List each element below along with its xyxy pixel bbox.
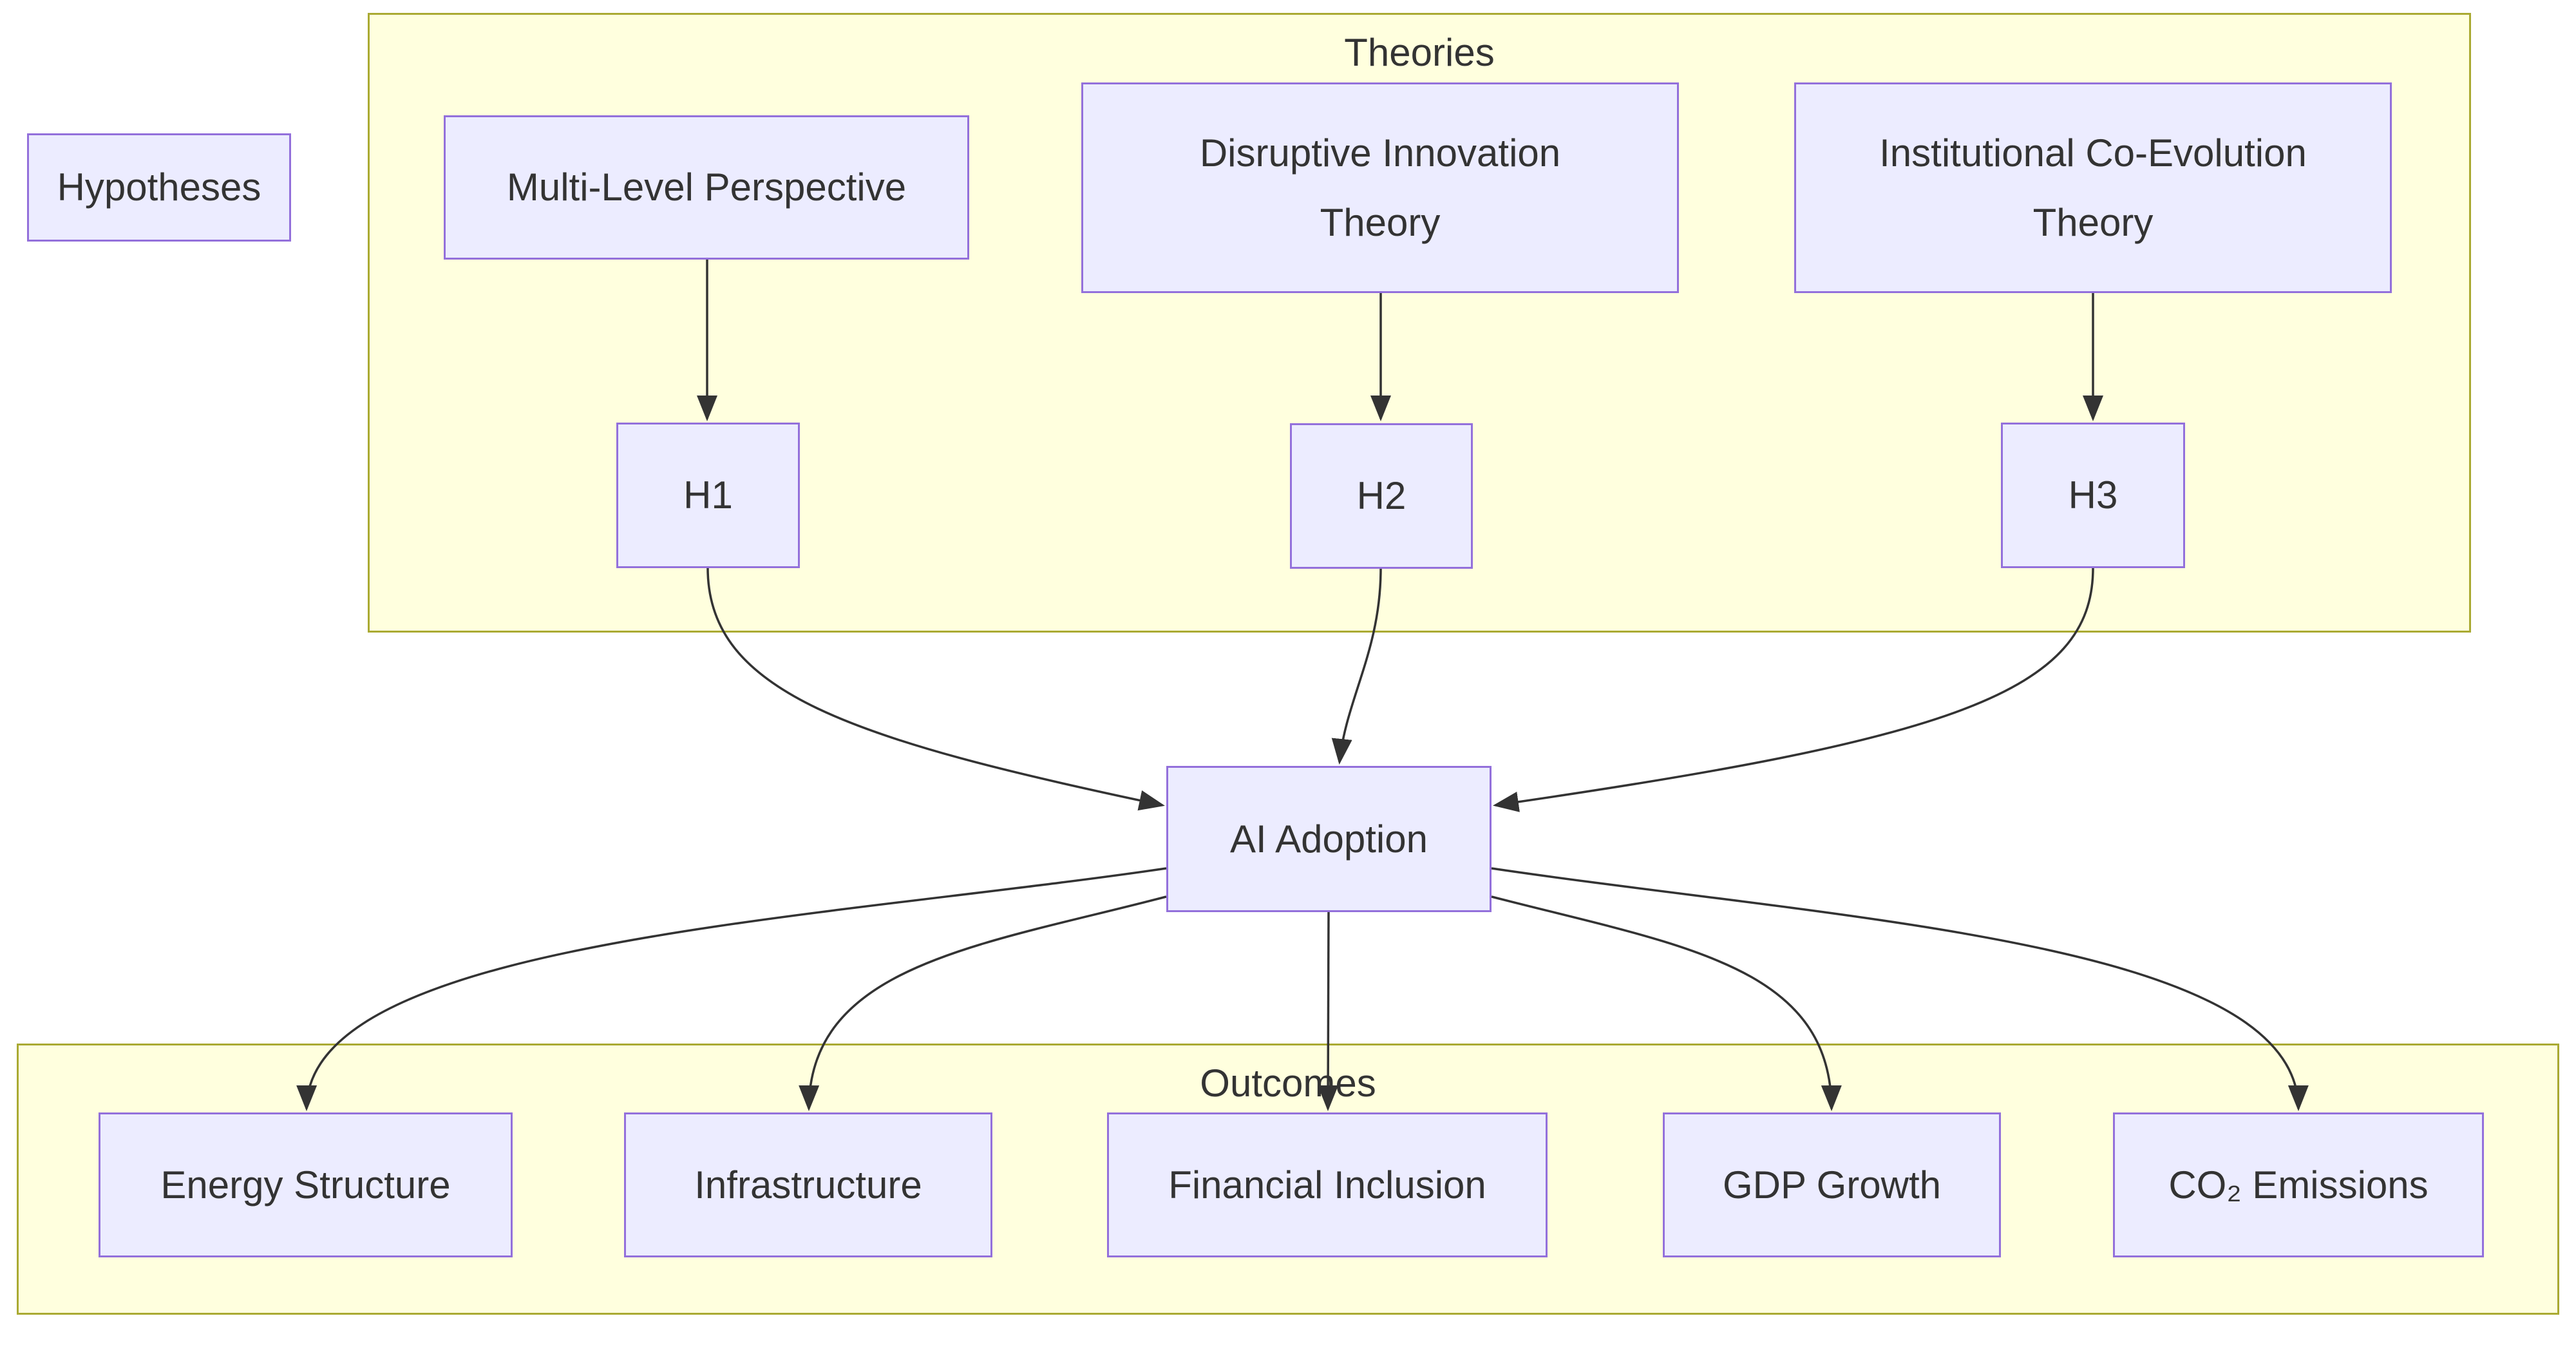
node-infrastructure: Infrastructure: [624, 1112, 992, 1257]
theories-cluster-label: Theories: [1344, 31, 1495, 74]
node-infrastructure-label: Infrastructure: [694, 1163, 922, 1207]
node-institutional-co-evolution-theory: Institutional Co-Evolution Theory: [1794, 82, 2392, 293]
node-energy-structure: Energy Structure: [99, 1112, 513, 1257]
node-institutional-co-evolution-theory-line1: Institutional Co-Evolution: [1879, 131, 2307, 175]
node-disruptive-innovation-theory: Disruptive Innovation Theory: [1081, 82, 1679, 293]
node-co2-emissions-label: CO₂ Emissions: [2168, 1163, 2429, 1207]
node-h3: H3: [2001, 423, 2185, 568]
node-disruptive-innovation-theory-line2: Theory: [1320, 200, 1441, 244]
node-h1: H1: [616, 423, 800, 568]
outcomes-cluster-label: Outcomes: [1200, 1062, 1376, 1105]
node-h3-label: H3: [2068, 473, 2118, 517]
node-gdp-growth-label: GDP Growth: [1723, 1163, 1941, 1207]
node-h1-label: H1: [683, 473, 733, 517]
node-ai-adoption: AI Adoption: [1166, 766, 1492, 912]
node-financial-inclusion-label: Financial Inclusion: [1168, 1163, 1486, 1207]
node-h2: H2: [1290, 423, 1473, 569]
node-co2-emissions: CO₂ Emissions: [2113, 1112, 2484, 1257]
node-h2-label: H2: [1356, 474, 1406, 517]
node-multi-level-perspective-label: Multi-Level Perspective: [506, 166, 907, 209]
node-financial-inclusion: Financial Inclusion: [1107, 1112, 1548, 1257]
node-hypotheses: Hypotheses: [27, 133, 291, 242]
node-energy-structure-label: Energy Structure: [160, 1163, 451, 1207]
node-institutional-co-evolution-theory-line2: Theory: [2032, 200, 2154, 244]
node-gdp-growth: GDP Growth: [1663, 1112, 2001, 1257]
node-multi-level-perspective: Multi-Level Perspective: [444, 115, 969, 260]
node-hypotheses-label: Hypotheses: [57, 166, 261, 209]
node-disruptive-innovation-theory-line1: Disruptive Innovation: [1199, 131, 1561, 175]
node-ai-adoption-label: AI Adoption: [1230, 817, 1428, 861]
